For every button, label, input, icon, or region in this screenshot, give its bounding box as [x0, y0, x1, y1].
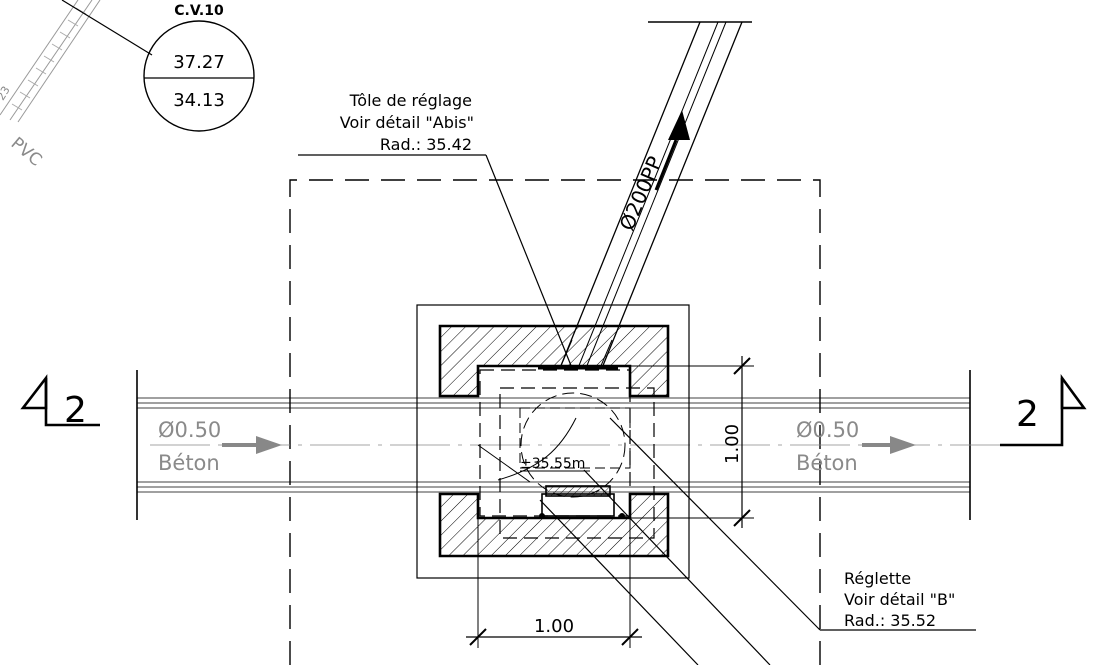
- center-level: ±35.55m: [520, 456, 585, 472]
- adjustment-plate-line1: Tôle de réglage: [349, 91, 472, 110]
- flow-arrow-icon: [668, 110, 690, 140]
- right-flow-arrowhead-icon: [890, 436, 916, 454]
- dim-vertical-value: 1.00: [722, 424, 743, 464]
- reglette-line2: Voir détail "B": [844, 590, 955, 609]
- station-name: C.V.10: [174, 3, 224, 19]
- left-flow-arrowhead-icon: [256, 436, 282, 454]
- side-pipe: 23 PVC: [0, 0, 101, 171]
- reglette-line3: Rad.: 35.52: [844, 611, 936, 630]
- station-top-value: 37.27: [173, 52, 225, 73]
- manhole-structure: [416, 304, 976, 665]
- section-marker-right: 2: [1000, 374, 1087, 447]
- adjustment-plate-line3: Rad.: 35.42: [380, 135, 472, 154]
- reglette-line1: Réglette: [844, 569, 911, 588]
- reglette-callout: Réglette Voir détail "B" Rad.: 35.52: [844, 569, 955, 630]
- main-pipe-right-diameter: Ø0.50: [796, 418, 859, 442]
- dashed-boundary: [289, 179, 821, 665]
- vertical-dimension: 1.00: [630, 356, 754, 528]
- dim-horizontal-value: 1.00: [534, 616, 574, 637]
- section-left-number: 2: [64, 390, 87, 431]
- section-marker-left: 2: [20, 374, 100, 431]
- station-bottom-value: 34.13: [173, 90, 225, 111]
- main-pipe-left-material: Béton: [158, 451, 220, 475]
- side-pipe-label: PVC: [7, 134, 46, 171]
- adjustment-plate-line2: Voir détail "Abis": [340, 113, 474, 132]
- main-pipe-right-material: Béton: [796, 451, 858, 475]
- station-bubble: C.V.10 37.27 34.13: [61, 0, 255, 132]
- main-pipe-left-diameter: Ø0.50: [158, 418, 221, 442]
- section-right-number: 2: [1016, 394, 1039, 435]
- inlet-pipe: Ø200PP: [559, 21, 752, 369]
- horizontal-dimension: 1.00: [466, 518, 642, 648]
- inlet-pipe-label: Ø200PP: [615, 153, 668, 234]
